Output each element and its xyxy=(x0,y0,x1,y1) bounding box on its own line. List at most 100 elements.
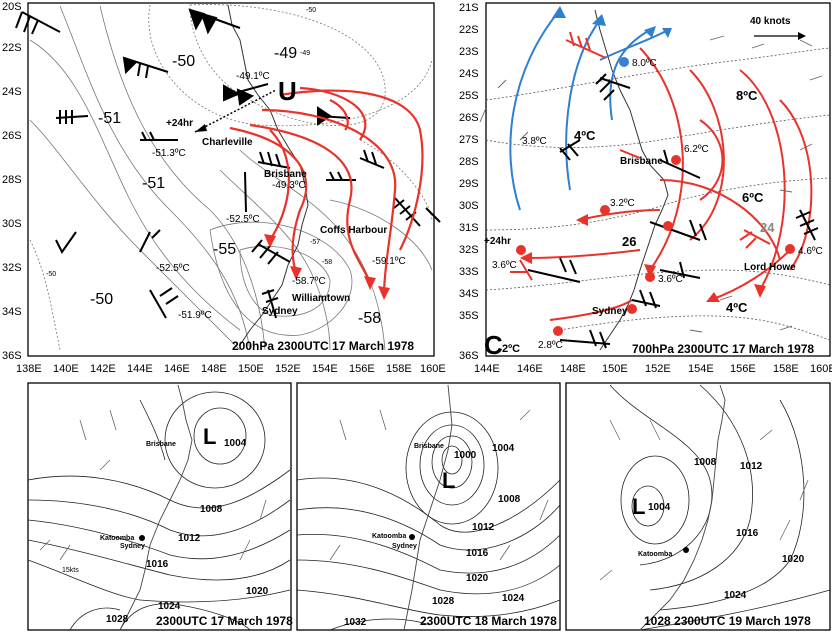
isotherm-label: -49 xyxy=(274,45,297,62)
isobar-label: 1008 xyxy=(694,457,717,468)
station-dots xyxy=(516,155,795,336)
lat-label: 22S xyxy=(459,24,479,36)
isobar-label: 1012 xyxy=(472,522,495,533)
lon-label: 152E xyxy=(275,363,301,375)
red-arrowheads xyxy=(520,214,766,302)
wind-barbs xyxy=(39,409,267,561)
low-center: L xyxy=(632,494,645,519)
temperature-obs: -59.1ºC xyxy=(372,256,406,267)
lat-label: 34S xyxy=(2,306,22,318)
temperature-obs: 6.2ºC xyxy=(684,144,709,155)
contour-label: -50 xyxy=(46,271,56,278)
station-sydney: Sydney xyxy=(592,306,628,317)
upper-center-marker: U xyxy=(278,76,297,106)
lat-label: 27S xyxy=(459,134,479,146)
lat-label: 35S xyxy=(459,310,479,322)
lon-label: 160E xyxy=(420,363,446,375)
lat-label: 29S xyxy=(459,178,479,190)
forecast-label: +24hr xyxy=(166,118,193,129)
wind-legend-arrowhead xyxy=(798,32,806,40)
katoomba-marker xyxy=(139,535,145,541)
wind-arrows xyxy=(479,35,823,333)
lat-label: 34S xyxy=(459,288,479,300)
lat-label: 24S xyxy=(2,86,22,98)
katoomba-marker xyxy=(409,534,415,540)
isobar-label: 1028 xyxy=(432,596,455,607)
lon-label: 156E xyxy=(349,363,375,375)
isobar-label: 1032 xyxy=(344,617,367,628)
contour-label: -49 xyxy=(300,50,310,57)
lat-label: 24S xyxy=(459,68,479,80)
msl-2-caption: 2300UTC 18 March 1978 xyxy=(420,614,557,628)
lon-label: 156E xyxy=(730,363,756,375)
lat-label: 36S xyxy=(2,350,22,362)
lon-label: 148E xyxy=(560,363,586,375)
lat-label: 22S xyxy=(2,42,22,54)
lat-label: 30S xyxy=(2,218,22,230)
lat-label: 32S xyxy=(459,244,479,256)
isotherm-label: 4ºC xyxy=(726,300,748,315)
isotherm-label: -50 xyxy=(172,53,195,70)
lon-label: 150E xyxy=(602,363,628,375)
panel-700-frame xyxy=(485,2,831,357)
isotherm-label: -55 xyxy=(213,241,236,258)
station-lord-howe: Lord Howe xyxy=(744,262,796,273)
lon-label: 158E xyxy=(773,363,799,375)
lat-label: 33S xyxy=(459,266,479,278)
station-dot-blue xyxy=(619,57,629,67)
lon-label: 144E xyxy=(127,363,153,375)
isotherm-label: 4ºC xyxy=(574,128,596,143)
msl-panel-2: L 1000 1004 1008 1012 1016 1020 1024 102… xyxy=(296,382,561,631)
wind-barbs xyxy=(599,419,809,581)
lat-label: 30S xyxy=(459,200,479,212)
wind-barbs xyxy=(329,409,549,561)
msl-panel-1: L 1004 1008 1012 1016 1020 1024 1028 Bri… xyxy=(27,382,293,631)
isotherm-label: -51 xyxy=(142,175,165,192)
lat-label: 36S xyxy=(459,350,479,362)
coastline xyxy=(403,384,453,631)
isobar-label: 1024 xyxy=(724,590,747,601)
temperature-obs: -49.3ºC xyxy=(272,180,306,191)
red-wind-barbs xyxy=(510,31,771,281)
wind-barbs xyxy=(15,8,441,319)
lon-label: 154E xyxy=(688,363,714,375)
lat-label: 20S xyxy=(2,1,22,13)
isobar-label: 1016 xyxy=(466,548,489,559)
trajectories-red xyxy=(524,47,813,321)
place-katoomba: Katoomba xyxy=(372,533,406,540)
trajectory-arrowheads xyxy=(264,234,390,300)
lat-label: 28S xyxy=(2,174,22,186)
lon-label: 146E xyxy=(164,363,190,375)
extra-label: 24 xyxy=(760,220,775,235)
blue-arrowheads xyxy=(552,6,672,38)
temperature-obs: -51.3ºC xyxy=(152,148,186,159)
lon-label: 144E xyxy=(474,363,500,375)
isobar-label: 1016 xyxy=(146,559,169,570)
katoomba-marker xyxy=(683,547,689,553)
isotherm-label: -58 xyxy=(358,310,381,327)
isobar-label: 1024 xyxy=(502,593,525,604)
isobar-label: 1000 xyxy=(454,450,477,461)
place-katoomba: Katoomba xyxy=(100,535,134,542)
lat-label: 26S xyxy=(2,130,22,142)
msl-1-caption: 2300UTC 17 March 1978 xyxy=(156,614,293,628)
contour-label: -58 xyxy=(322,259,332,266)
isotherm-label: -50 xyxy=(90,291,113,308)
panel-200hpa: 20S 22S 24S 26S 28S 30S 32S 34S 36S 138E… xyxy=(2,1,446,375)
coastline xyxy=(119,384,193,631)
isobar-label: 1012 xyxy=(178,533,201,544)
extra-label: 26 xyxy=(622,234,636,249)
forecast-label: +24hr xyxy=(484,236,511,247)
place-katoomba: Katoomba xyxy=(638,551,672,558)
temperature-obs: 3.2ºC xyxy=(610,198,635,209)
station-brisbane: Brisbane xyxy=(620,156,663,167)
station-coffs-harbour: Coffs Harbour xyxy=(320,225,387,236)
msl-3-caption: 1028 2300UTC 19 March 1978 xyxy=(644,614,811,628)
temperature-obs: -52.5ºC xyxy=(226,214,260,225)
temperature-obs: -52.5ºC xyxy=(156,263,190,274)
station-williamtown: Williamtown xyxy=(292,293,350,304)
isobar-label: 1004 xyxy=(224,438,247,449)
contour-label: -57 xyxy=(310,239,320,246)
temperature-obs: -51.9ºC xyxy=(178,310,212,321)
isobars xyxy=(296,411,561,631)
